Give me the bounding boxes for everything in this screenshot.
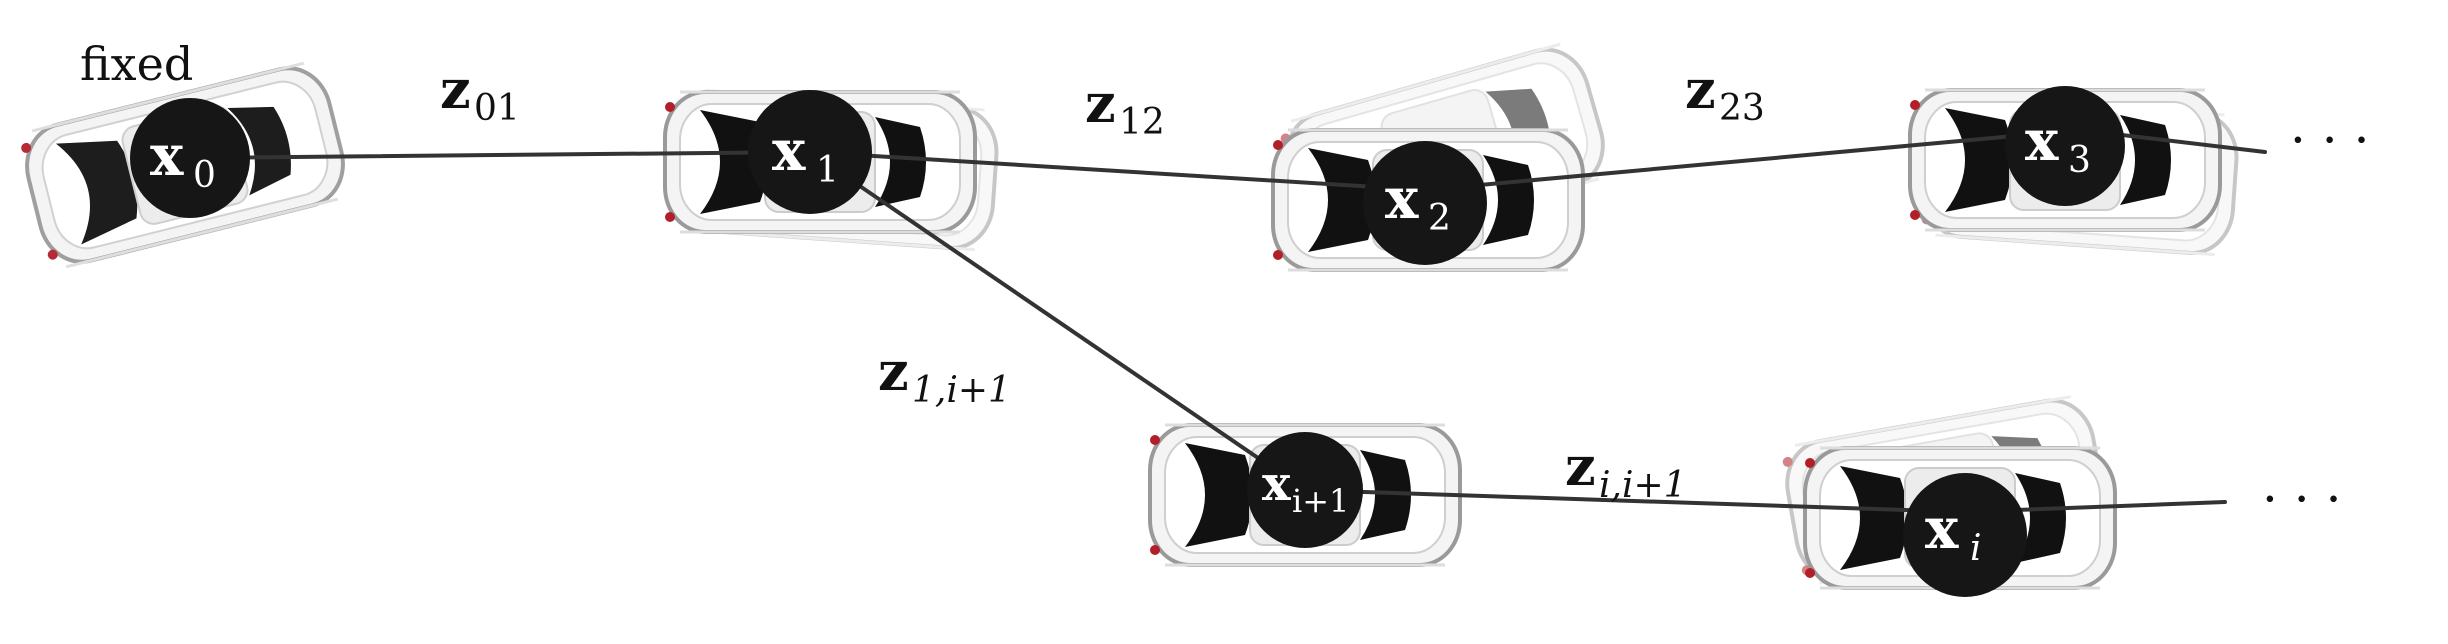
svg-text:x: x xyxy=(1385,166,1419,232)
svg-text:0: 0 xyxy=(193,155,216,196)
svg-text:01: 01 xyxy=(474,88,520,129)
svg-text:i,i+1: i,i+1 xyxy=(1599,465,1687,506)
edge-z1i1 xyxy=(808,150,1307,492)
svg-text:x: x xyxy=(150,123,184,189)
svg-text:1: 1 xyxy=(816,150,839,191)
svg-text:2: 2 xyxy=(1428,198,1451,239)
svg-text:1,i+1: 1,i+1 xyxy=(912,370,1011,411)
svg-text:z: z xyxy=(1565,434,1596,498)
label-zii1: z i,i+1 xyxy=(1565,434,1687,506)
svg-text:z: z xyxy=(1685,57,1716,121)
svg-text:x: x xyxy=(1262,456,1291,512)
node-x2: x 2 xyxy=(1363,141,1487,265)
label-z1i1: z 1,i+1 xyxy=(878,339,1011,411)
svg-text:3: 3 xyxy=(2068,140,2091,181)
ellipsis-top: · · · xyxy=(2290,111,2369,169)
node-x1: x 1 xyxy=(748,90,872,214)
label-z12: z 12 xyxy=(1085,71,1165,143)
edge-z01 xyxy=(188,150,812,160)
label-z23: z 23 xyxy=(1685,57,1765,129)
node-x3: x 3 xyxy=(2005,86,2125,206)
svg-text:x: x xyxy=(1925,496,1959,562)
svg-text:z: z xyxy=(1085,71,1116,135)
svg-text:z: z xyxy=(878,339,909,403)
label-z01: z 01 xyxy=(440,57,520,129)
node-xi1: x i+1 xyxy=(1247,432,1363,548)
svg-text:z: z xyxy=(440,57,471,121)
svg-text:23: 23 xyxy=(1719,88,1765,129)
svg-text:i: i xyxy=(1970,528,1982,569)
ellipsis-bottom: · · · xyxy=(2262,470,2341,528)
svg-text:x: x xyxy=(772,118,806,184)
svg-text:x: x xyxy=(2025,108,2059,174)
edge-z12 xyxy=(808,150,1427,192)
edge-zii1 xyxy=(1303,488,1967,514)
node-x0: x 0 xyxy=(130,98,250,218)
svg-text:i+1: i+1 xyxy=(1292,482,1349,520)
svg-text:12: 12 xyxy=(1119,102,1165,143)
fixed-label: fixed xyxy=(80,37,193,91)
node-xi: x i xyxy=(1903,473,2027,597)
edge-z23 xyxy=(1423,128,2082,192)
